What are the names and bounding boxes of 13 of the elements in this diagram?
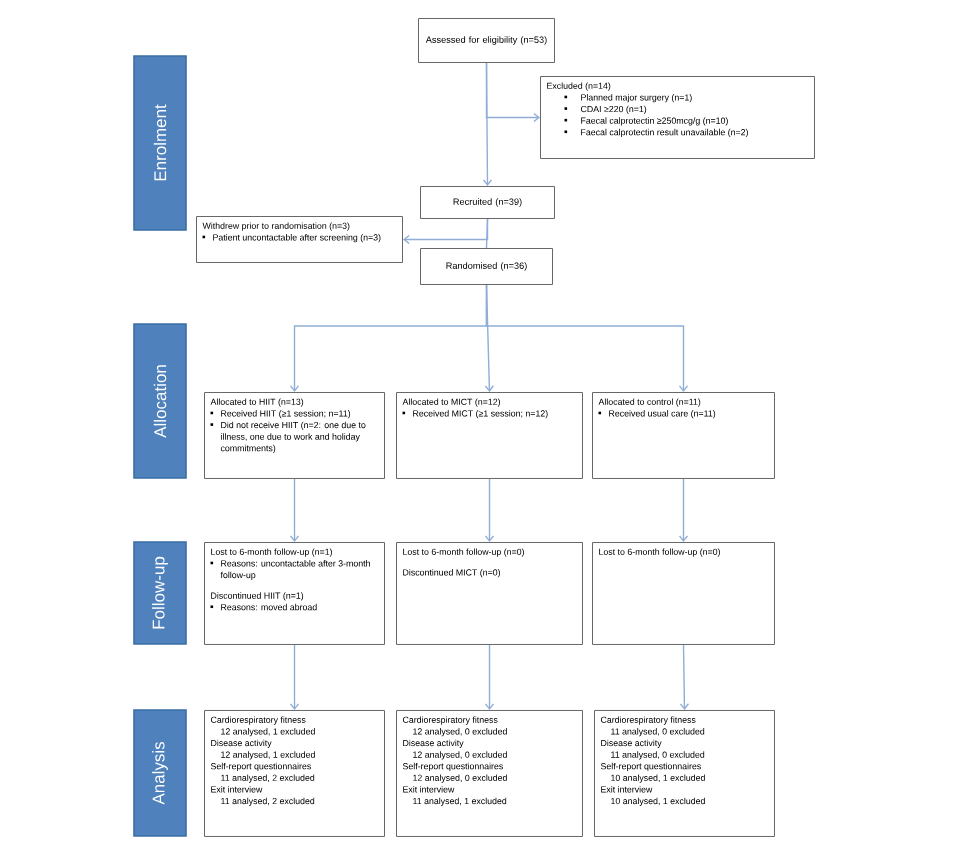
stage-label: Enrolment bbox=[133, 55, 187, 231]
arrow bbox=[679, 644, 690, 710]
arrow bbox=[289, 478, 300, 542]
arrow bbox=[485, 284, 689, 392]
arrow bbox=[485, 62, 540, 123]
arrow bbox=[289, 644, 300, 710]
arrow bbox=[678, 478, 689, 542]
stage-label: Analysis bbox=[133, 709, 187, 837]
stage-label: Allocation bbox=[133, 323, 187, 479]
stage-label: Follow-up bbox=[133, 541, 187, 645]
arrow bbox=[484, 644, 495, 710]
arrow bbox=[403, 218, 489, 245]
arrow bbox=[484, 478, 495, 542]
